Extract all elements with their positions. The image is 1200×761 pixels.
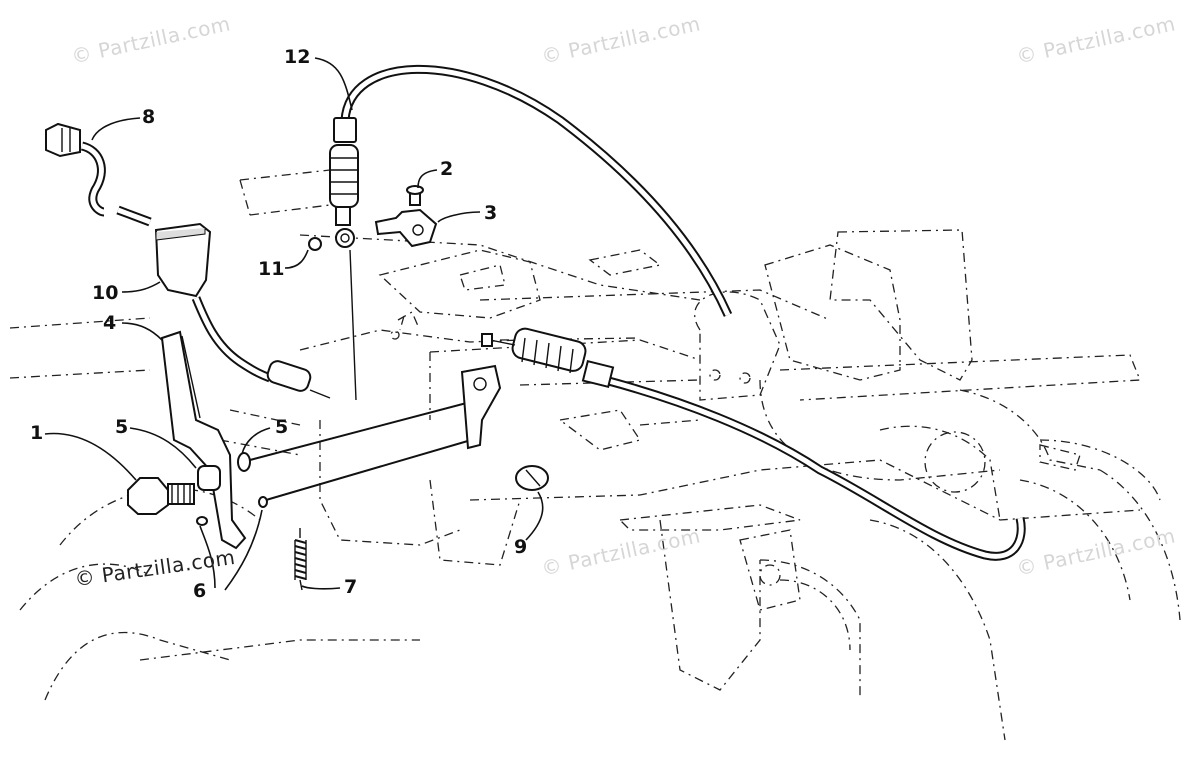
return-spring — [294, 528, 307, 591]
plug-cap — [515, 465, 549, 491]
callout-5-left: 5 — [115, 416, 129, 438]
callout-10: 10 — [92, 282, 119, 304]
atv-frame — [9, 169, 1181, 741]
callout-8: 8 — [142, 106, 156, 128]
pedal-arm — [160, 330, 247, 550]
callout-11: 11 — [258, 258, 285, 280]
callout-4: 4 — [103, 312, 117, 334]
callout-9: 9 — [514, 536, 528, 558]
callout-1: 1 — [30, 422, 44, 444]
callout-2: 2 — [440, 158, 454, 180]
callout-5-right: 5 — [275, 416, 289, 438]
callout-7: 7 — [344, 576, 358, 598]
callout-12: 12 — [284, 46, 311, 68]
clevis-pin-clip — [308, 185, 438, 251]
pivot-shaft — [249, 364, 502, 501]
brake-cable-lower — [481, 327, 1026, 561]
leader-lines — [44, 57, 544, 591]
callout-3: 3 — [484, 202, 498, 224]
bushings — [196, 452, 268, 526]
brake-switch-harness — [45, 122, 331, 399]
brake-cable-upper — [329, 64, 733, 401]
callout-6: 6 — [193, 580, 207, 602]
pivot-bolt — [127, 477, 195, 515]
